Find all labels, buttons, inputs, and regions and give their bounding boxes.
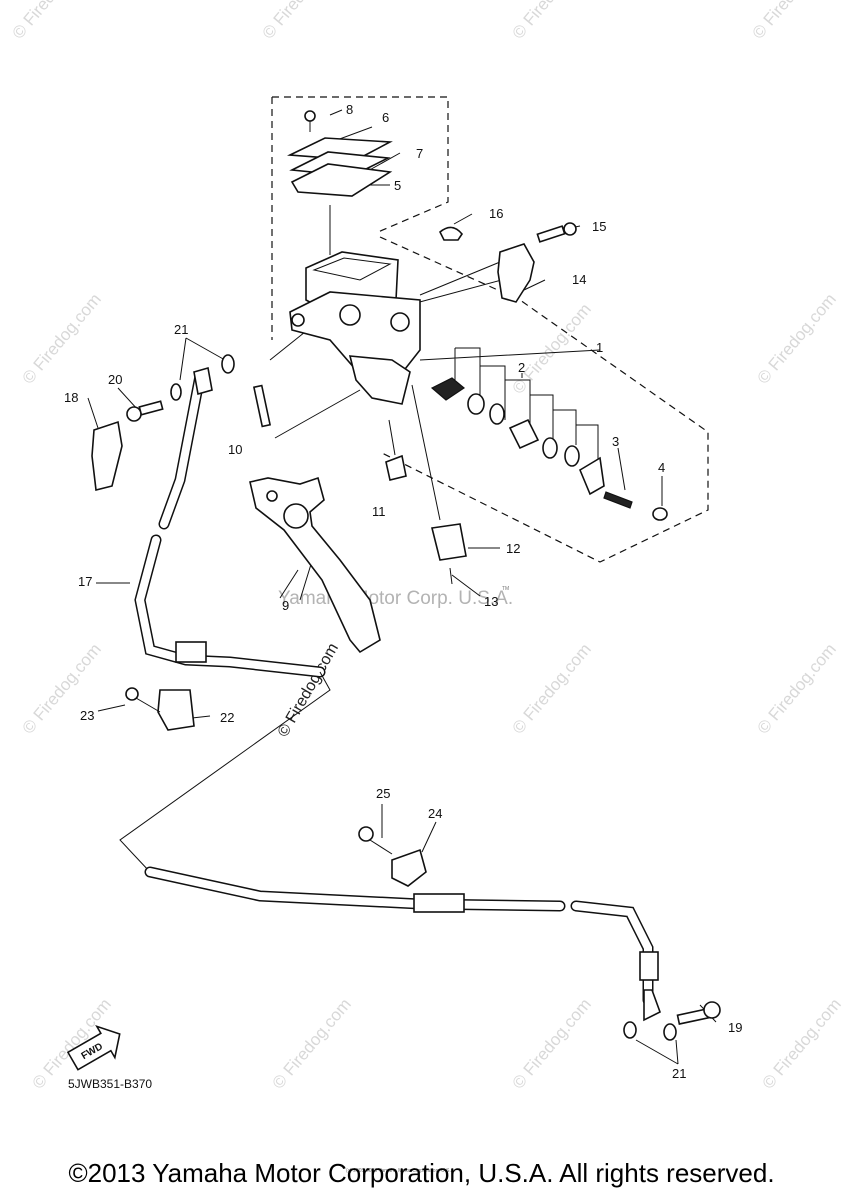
- diagram-code: 5JWB351-B370: [68, 1077, 152, 1091]
- holder-14: [497, 243, 535, 303]
- piston-kit-box: [379, 236, 709, 563]
- screw-8-head: [304, 110, 316, 122]
- watermark-vendor: Yamaha Motor Corp. U.S.A.: [278, 588, 513, 609]
- switch-12: [431, 523, 467, 561]
- callout-2: 2: [518, 360, 525, 375]
- diaphragm-5: [290, 163, 393, 197]
- watermark-site: © Firedog.com: [269, 995, 355, 1093]
- brake-hose: [119, 366, 661, 1022]
- watermark-site: © Firedog.com: [509, 995, 595, 1093]
- cover-18: [91, 420, 123, 491]
- callout-16: 16: [489, 206, 503, 221]
- watermark-site: © Firedog.com: [509, 0, 595, 43]
- callout-3: 3: [612, 434, 619, 449]
- fitting-port: [291, 313, 305, 327]
- callout-23: 23: [80, 708, 94, 723]
- callout-14: 14: [572, 272, 586, 287]
- bolt-20: [126, 400, 164, 422]
- callout-12: 12: [506, 541, 520, 556]
- pivot-boss: [390, 312, 410, 332]
- callout-21-upper: 21: [174, 322, 188, 337]
- lever-bracket: [348, 355, 411, 405]
- cylinder-port: [339, 304, 361, 326]
- lever-pivot-hole: [266, 490, 278, 502]
- callout-11: 11: [372, 504, 386, 519]
- watermark-site: © Firedog.com: [259, 0, 345, 43]
- watermark-site: © Firedog.com: [509, 300, 595, 398]
- callout-20: 20: [108, 372, 122, 387]
- washer-21-d: [663, 1023, 677, 1041]
- bolt-10: [252, 384, 272, 428]
- master-cylinder-body: [289, 251, 421, 405]
- reservoir-cap-parts: [286, 110, 393, 197]
- callout-7: 7: [416, 146, 423, 161]
- callout-22: 22: [220, 710, 234, 725]
- watermark-site: © Firedog.com: [759, 995, 843, 1093]
- watermark-site: © Firedog.com: [9, 0, 95, 43]
- callout-19: 19: [728, 1020, 742, 1035]
- cup-b: [489, 403, 505, 425]
- reservoir-cap-box: [271, 96, 449, 340]
- callout-15: 15: [592, 219, 606, 234]
- bolt-25: [358, 826, 393, 855]
- bolt-19: [676, 1001, 721, 1025]
- collar-11: [385, 454, 407, 481]
- tiny-copyright-notice: (c) 2005-2015 Yamaha Motor Corporation, …: [346, 1168, 456, 1174]
- washer-21-a: [170, 383, 182, 401]
- clamp-24: [391, 848, 427, 887]
- lever-9: [249, 476, 381, 654]
- cap-16: [439, 226, 463, 241]
- bolt-15: [536, 222, 577, 243]
- fwd-arrow: FWD: [66, 1024, 121, 1071]
- callout-13: 13: [484, 594, 498, 609]
- piston-kit: [430, 377, 668, 521]
- callout-10: 10: [228, 442, 242, 457]
- watermark-site: © Firedog.com: [19, 290, 105, 388]
- watermark-site: © Firedog.com: [754, 640, 840, 738]
- copyright-footer: ©2013 Yamaha Motor Corporation, U.S.A. A…: [68, 1158, 775, 1188]
- washer-21-c: [623, 1021, 637, 1039]
- callout-5: 5: [394, 178, 401, 193]
- callout-8: 8: [346, 102, 353, 117]
- cup-a: [467, 393, 485, 415]
- callout-4: 4: [658, 460, 665, 475]
- callout-21-lower: 21: [672, 1066, 686, 1081]
- callout-17: 17: [78, 574, 92, 589]
- boot: [578, 456, 605, 496]
- callout-labels: 1 2 3 4 5 6 7 8 9 10 11 12 13 14 15 16 1…: [64, 102, 742, 1081]
- callout-24: 24: [428, 806, 442, 821]
- cup-c: [542, 437, 558, 459]
- clamp-22: [157, 689, 195, 731]
- watermark-site: © Firedog.com: [749, 0, 835, 43]
- watermark-site: © Firedog.com: [509, 640, 595, 738]
- nut-4: [652, 507, 668, 521]
- washer-21-b: [221, 354, 235, 374]
- watermark-tm: TM: [502, 586, 509, 592]
- screw-13: [449, 567, 453, 585]
- callout-6: 6: [382, 110, 389, 125]
- callout-9: 9: [282, 598, 289, 613]
- cup-d: [564, 445, 580, 467]
- spring: [430, 377, 466, 401]
- rod-3: [603, 491, 633, 509]
- callout-18: 18: [64, 390, 78, 405]
- lever-knob: [283, 503, 309, 529]
- callout-1: 1: [596, 340, 603, 355]
- bolt-23: [125, 687, 161, 713]
- piston: [508, 418, 540, 450]
- watermark-center-site: © Firedog.com: [275, 640, 342, 740]
- callout-25: 25: [376, 786, 390, 801]
- reservoir-opening: [312, 257, 392, 281]
- leader-lines: [87, 109, 717, 1065]
- watermark-site: © Firedog.com: [754, 290, 840, 388]
- watermark-layer: © Firedog.com © Firedog.com © Firedog.co…: [9, 0, 843, 1093]
